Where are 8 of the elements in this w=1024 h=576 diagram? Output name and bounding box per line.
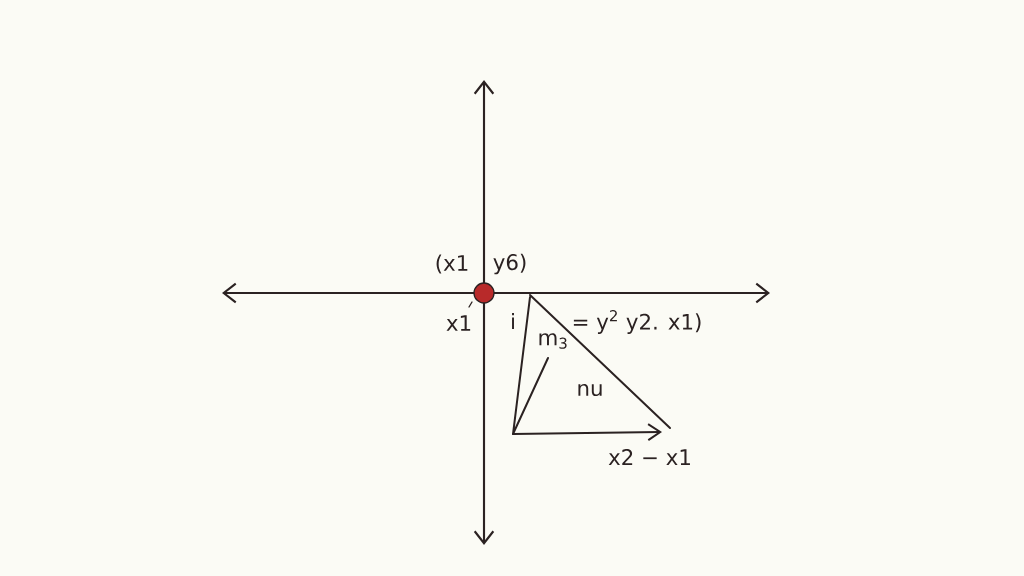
point-label: y6) — [493, 253, 526, 275]
point-label: (x1 — [436, 254, 468, 274]
equation-label: = y$^{2}$ y2. x1) — [573, 310, 701, 334]
side-label: i — [512, 312, 514, 330]
difference-label: x2 − x1 — [608, 449, 690, 465]
side-label: m$_{3}$ — [539, 333, 567, 349]
axis-label: x1 — [446, 315, 471, 331]
area-label: nu — [578, 383, 602, 397]
